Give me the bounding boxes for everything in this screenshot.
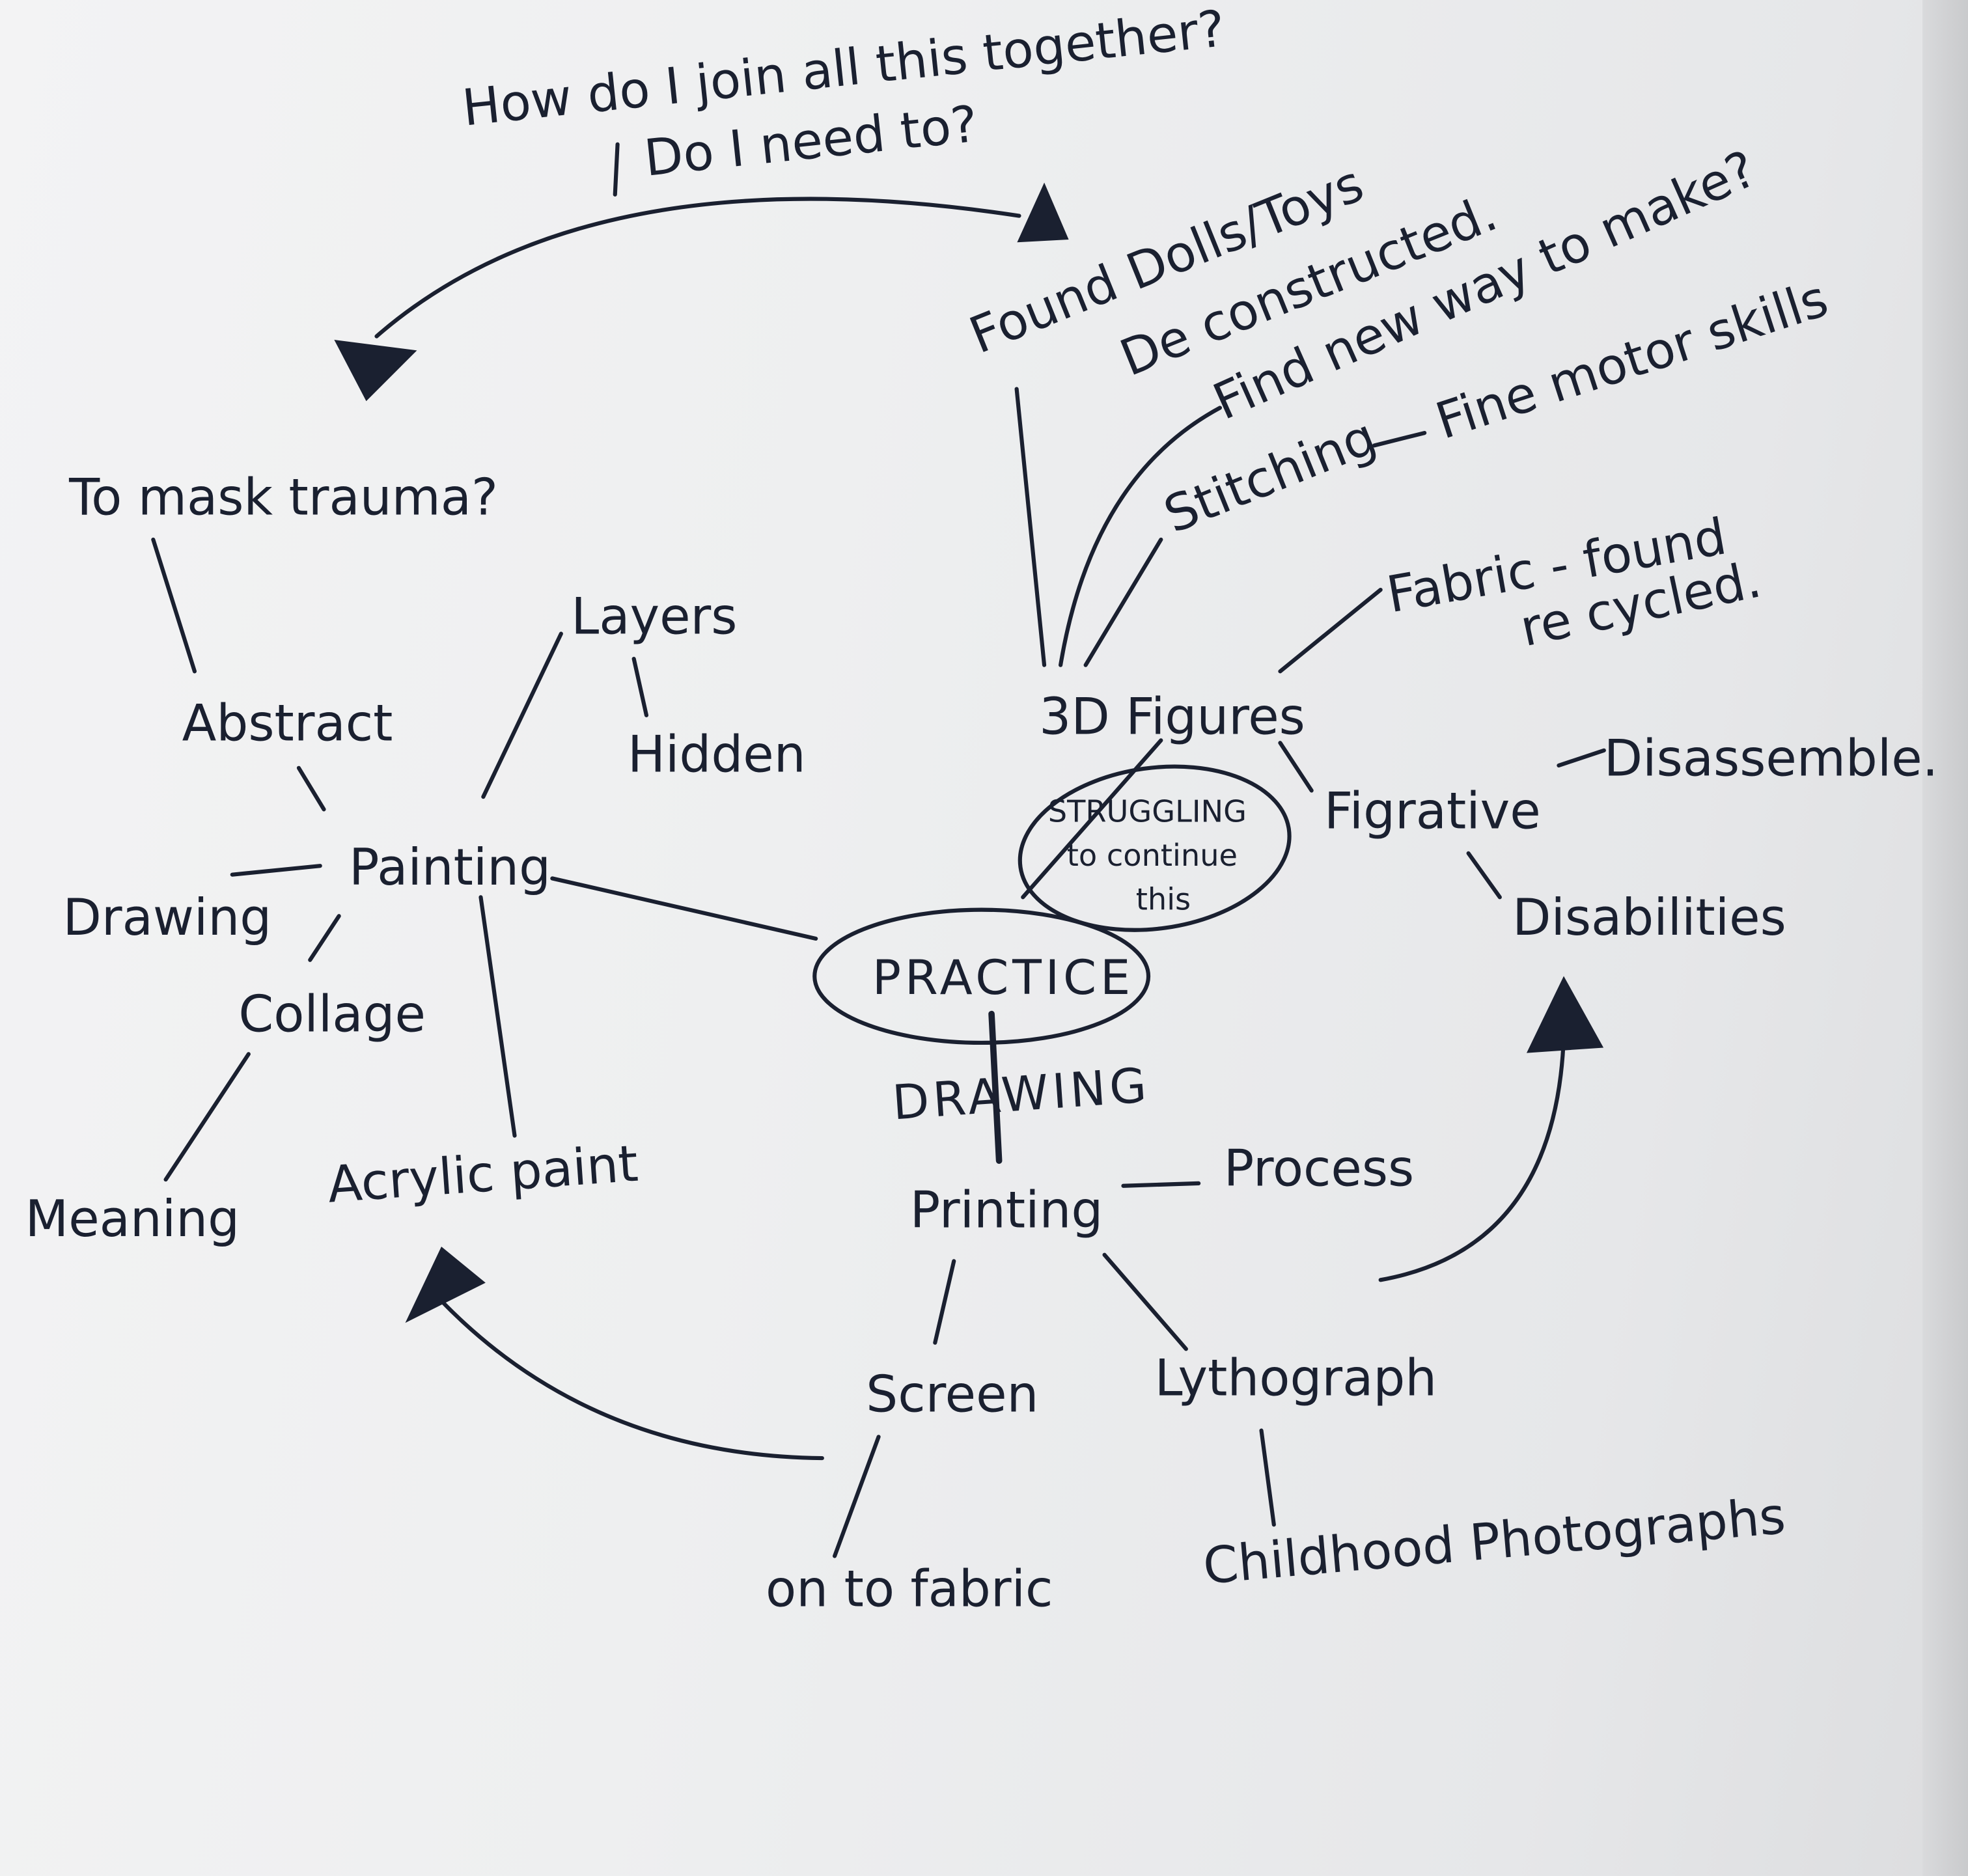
arrow-bottom-left-curve xyxy=(437,1297,824,1461)
process-label: Process xyxy=(1224,1140,1415,1198)
struggling-line2: to continue xyxy=(1067,838,1238,873)
arrows xyxy=(334,182,1604,1461)
struggling-line1: STRUGGLING xyxy=(1048,794,1247,829)
page-edge xyxy=(1922,0,1968,1876)
arrow-right-curve xyxy=(1378,1033,1566,1282)
connector-figurative-disabilities xyxy=(1466,851,1502,900)
arrow-top-curve xyxy=(374,197,1021,338)
meaning-label: Meaning xyxy=(25,1190,240,1248)
connector-3d-find-new-way xyxy=(1059,406,1223,667)
connector-collage-meaning xyxy=(163,1052,251,1182)
arrowhead-top-right xyxy=(1017,182,1069,243)
connector-stitching-fine xyxy=(1372,430,1427,448)
connector-printing-screen xyxy=(933,1259,956,1345)
layers-label: Layers xyxy=(571,588,737,646)
disassemble-label: Disassemble. xyxy=(1604,729,1938,788)
connector-abstract-painting xyxy=(296,766,326,812)
connector-practice-3d-strike xyxy=(1021,738,1163,900)
connector-lithograph-childhood xyxy=(1259,1428,1276,1527)
lithograph-label: Lythograph xyxy=(1155,1349,1437,1408)
abstract-label: Abstract xyxy=(182,694,393,752)
connector-figurative-disassemble xyxy=(1557,748,1606,768)
drawing-label: Drawing xyxy=(63,889,272,947)
connector-3d-figurative xyxy=(1278,741,1314,793)
practice-label: PRACTICE xyxy=(872,950,1134,1006)
printing-label: Printing xyxy=(910,1181,1103,1239)
screen-label: Screen xyxy=(866,1366,1038,1424)
disabilities-label: Disabilities xyxy=(1512,889,1786,947)
connector-3d-found-dolls xyxy=(1014,387,1047,667)
painting-label: Painting xyxy=(349,838,551,897)
struggling-bubble xyxy=(1018,764,1292,932)
connector-painting-practice xyxy=(550,876,818,941)
on-to-fabric-label: on to fabric xyxy=(766,1560,1053,1619)
connector-drawing-painting xyxy=(230,864,322,877)
3d-figures-label: 3D Figures xyxy=(1039,688,1305,747)
hidden-label: Hidden xyxy=(628,726,806,784)
connector-printing-process xyxy=(1121,1181,1201,1188)
connectors xyxy=(151,142,1606,1558)
arrowhead-acrylic xyxy=(405,1247,486,1323)
connector-painting-acrylic xyxy=(478,895,517,1138)
connector-abstract-mask xyxy=(151,537,197,674)
arrowhead-disabilities xyxy=(1526,976,1604,1053)
arrowhead-top-left xyxy=(334,339,417,402)
connector-practice-printing xyxy=(988,1010,1003,1164)
acrylic-label: Acrylic paint xyxy=(326,1135,640,1215)
collage-label: Collage xyxy=(238,986,426,1044)
connector-3d-stitching xyxy=(1083,537,1163,667)
connector-3d-fabric xyxy=(1278,587,1383,674)
childhood-photos-label: Childhood Photographs xyxy=(1201,1487,1788,1596)
drawing-branch-label: DRAWING xyxy=(891,1058,1152,1131)
connector-painting-layers xyxy=(481,631,563,799)
struggling-line3: this xyxy=(1136,882,1191,917)
connector-question-stem xyxy=(613,142,620,197)
connector-layers-hidden xyxy=(631,656,649,717)
mask-trauma-label: To mask trauma? xyxy=(68,468,498,527)
connector-screen-fabric xyxy=(833,1435,881,1558)
connector-printing-lithograph xyxy=(1102,1252,1188,1351)
figurative-label: Figrative xyxy=(1324,782,1541,840)
connector-painting-collage xyxy=(308,914,341,962)
practice-ellipse xyxy=(812,907,1151,1045)
